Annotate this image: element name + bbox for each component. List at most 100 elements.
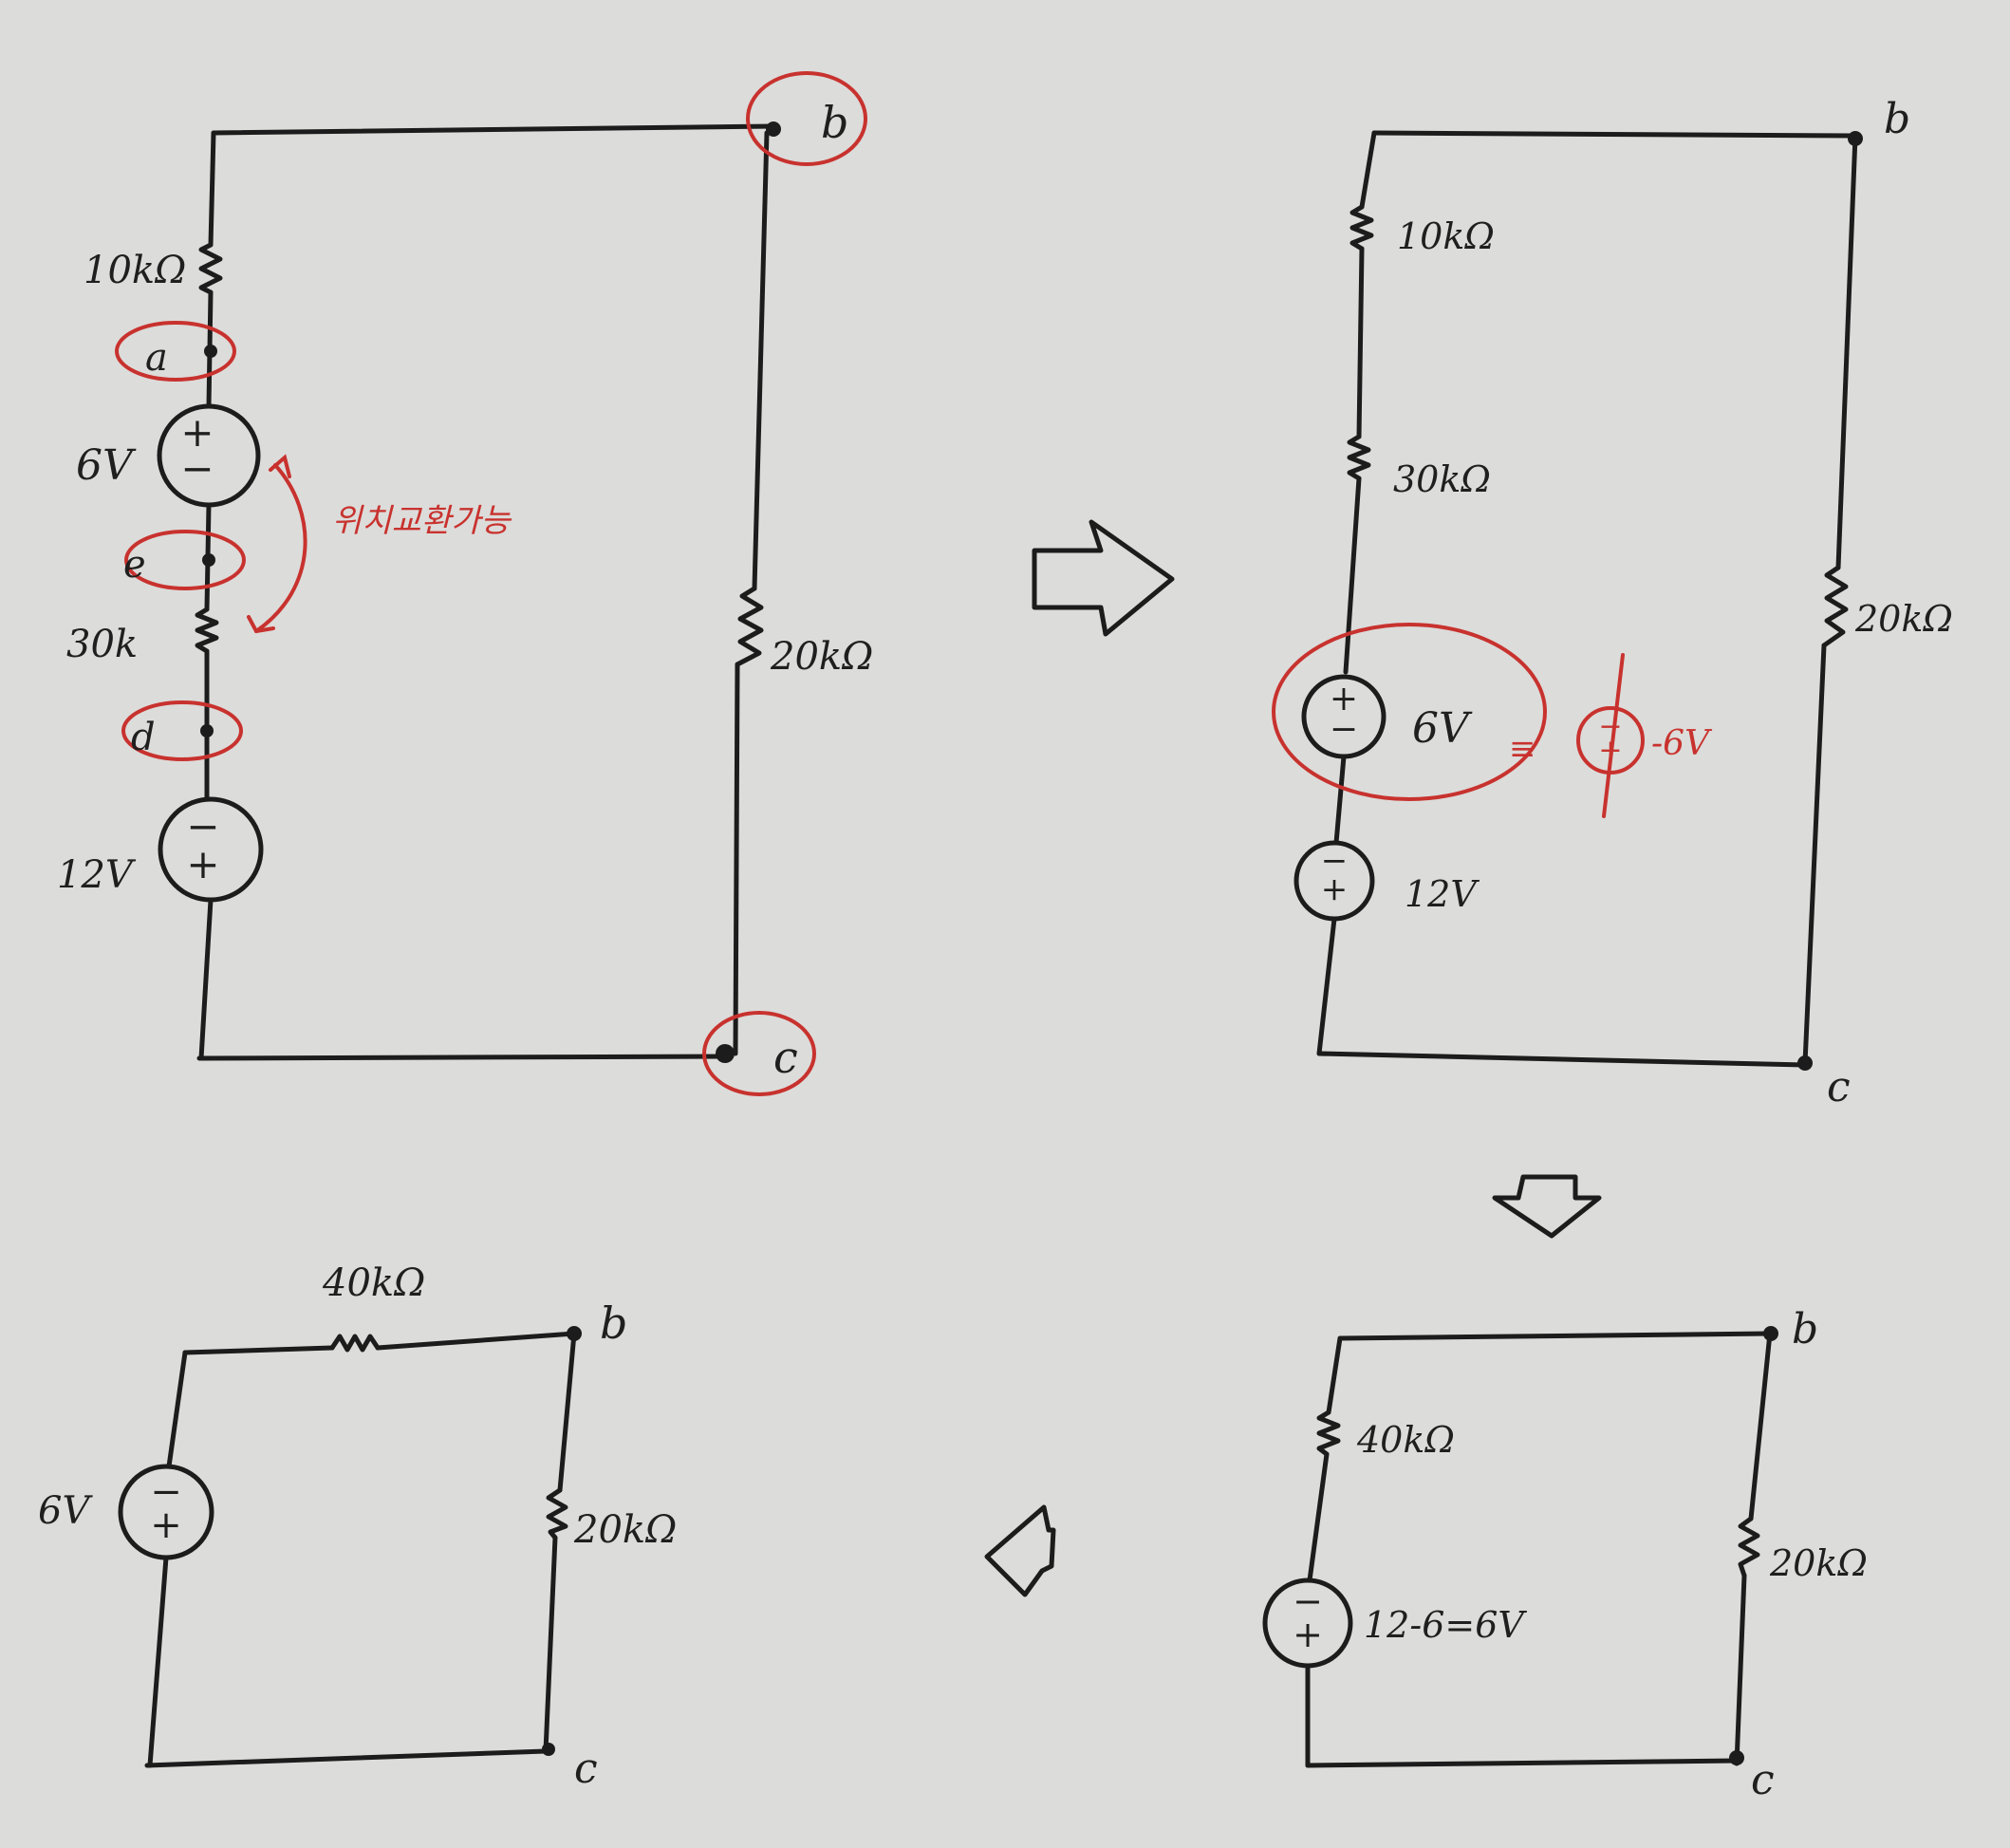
right-wire-upper (1748, 1331, 1773, 1521)
p3-label-node-b: b (1792, 1305, 1818, 1353)
swap-arrow-head-bottom (247, 615, 275, 633)
p2-label-20k: 20kΩ (1854, 598, 1953, 640)
left-wire-1 (208, 130, 216, 248)
label-10k: 10kΩ (84, 249, 186, 292)
equiv-sign: ≡ (1509, 730, 1536, 768)
panel-final-circuit (118, 1326, 582, 1768)
p3-plus: + (1293, 1614, 1323, 1655)
p2-plus-6v: + (1330, 680, 1358, 719)
right-wire-upper (752, 130, 770, 591)
node-a-dot (204, 345, 217, 358)
p2-minus-6v: − (1330, 710, 1358, 749)
left-wire-2 (1307, 1451, 1330, 1583)
p2-label-10k: 10kΩ (1397, 215, 1495, 257)
arrow-left-icon (984, 1504, 1056, 1597)
top-wire (1371, 130, 1858, 139)
right-wire-lower (1734, 1573, 1747, 1766)
top-wire-right (375, 1331, 577, 1351)
right-wire-upper (557, 1331, 577, 1493)
p4-label-20k: 20kΩ (573, 1508, 677, 1552)
p4-label-6v: 6V (38, 1489, 93, 1533)
label-12v: 12V (57, 853, 137, 897)
panel-original-circuit (115, 71, 867, 1096)
left-wire-5 (198, 897, 214, 1061)
label-node-b: b (821, 97, 848, 148)
swap-arrow-head-top (269, 454, 291, 478)
bottom-wire (1305, 1758, 1740, 1768)
highlight-e (124, 530, 246, 590)
top-wire (211, 123, 776, 136)
label-node-d: d (131, 716, 156, 759)
node-b-dot (766, 121, 781, 137)
resistor-30k (195, 607, 219, 654)
right-wire-lower (733, 662, 740, 1056)
node-c-dot (1797, 1055, 1813, 1071)
node-b-dot (1848, 131, 1863, 146)
bottom-wire (144, 1748, 549, 1768)
p3-label-node-c: c (1751, 1756, 1775, 1804)
left-wire-1 (1326, 1335, 1343, 1415)
equiv-source-neg6v (1576, 706, 1645, 775)
left-wire-3 (1343, 476, 1362, 675)
bottom-wire (1316, 1051, 1808, 1068)
top-wire (1337, 1331, 1773, 1341)
label-node-a: a (145, 336, 168, 380)
p2-label-30k: 30kΩ (1393, 458, 1491, 500)
plus-sign-6v: + (180, 409, 214, 456)
label-node-e: e (123, 543, 146, 587)
node-b-dot (567, 1326, 582, 1341)
node-e-dot (202, 553, 215, 567)
p2-label-12v: 12V (1405, 873, 1480, 915)
left-wire-4 (1333, 754, 1347, 846)
right-wire-lower (543, 1535, 558, 1754)
p4-plus: + (150, 1503, 182, 1547)
resistor-20k (735, 586, 764, 667)
p2-label-node-b: b (1884, 95, 1910, 143)
p4-label-node-c: c (574, 1745, 598, 1793)
bottom-wire (196, 1054, 729, 1061)
highlight-c (702, 1011, 816, 1096)
p3-label-source: 12-6=6V (1364, 1604, 1527, 1646)
p2-plus-12v: + (1321, 870, 1349, 908)
resistor-10k (198, 242, 223, 295)
equiv-wire (1602, 653, 1625, 818)
resistor-20k (1738, 1516, 1760, 1578)
left-wire-1 (166, 1350, 188, 1469)
node-c-dot (1729, 1750, 1744, 1765)
resistor-40k (329, 1334, 381, 1353)
equiv-value: -6V (1651, 724, 1713, 763)
plus-sign-12v: + (186, 841, 219, 887)
resistor-40k (1316, 1409, 1341, 1457)
arrow-right-icon (1032, 519, 1175, 637)
node-b-dot (1763, 1326, 1778, 1341)
minus-sign-12v: − (186, 803, 219, 849)
p4-label-40k: 40kΩ (322, 1261, 425, 1305)
right-wire-upper (1835, 133, 1858, 570)
swap-note: 위치교환가능 (332, 502, 512, 540)
label-20k: 20kΩ (770, 635, 873, 679)
p4-minus: − (150, 1470, 182, 1514)
p3-label-40k: 40kΩ (1356, 1419, 1455, 1461)
equiv-minus: − (1598, 710, 1622, 743)
equiv-plus: + (1598, 734, 1622, 767)
p3-label-20k: 20kΩ (1769, 1542, 1868, 1584)
p2-minus-12v: − (1321, 842, 1349, 880)
top-wire-left (182, 1345, 335, 1355)
minus-sign-6v: − (180, 445, 214, 492)
highlight-d (121, 700, 243, 761)
highlight-b (746, 71, 867, 166)
p2-label-node-c: c (1827, 1063, 1851, 1111)
resistor-20k (546, 1487, 568, 1540)
p3-minus: − (1293, 1580, 1323, 1622)
label-30k: 30k (66, 623, 138, 666)
panel-rearranged-circuit (1272, 130, 1863, 1071)
p4-label-node-b: b (600, 1297, 627, 1349)
label-node-c: c (773, 1032, 798, 1083)
node-c-dot (716, 1044, 735, 1063)
resistor-30k (1347, 434, 1371, 481)
right-wire-lower (1802, 643, 1827, 1066)
left-wire-5 (1316, 916, 1337, 1056)
node-d-dot (200, 724, 214, 737)
